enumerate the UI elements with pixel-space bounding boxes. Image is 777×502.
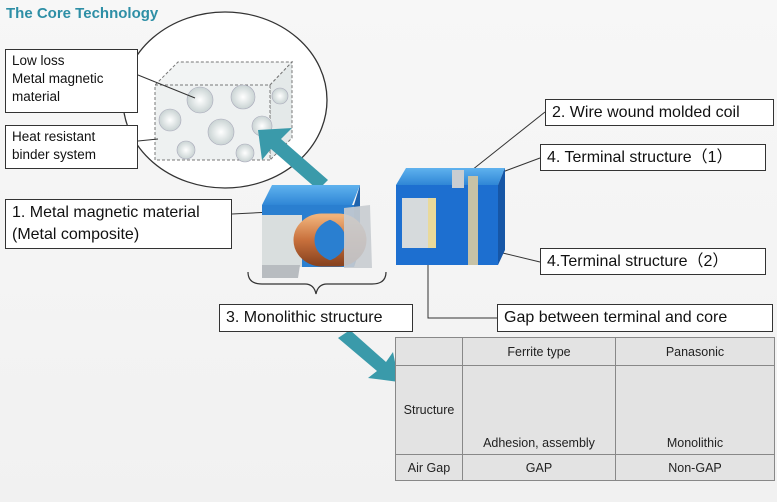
table-header-panasonic: Panasonic bbox=[615, 337, 775, 366]
table-header-empty bbox=[395, 337, 463, 366]
cell-panasonic-airgap: Non-GAP bbox=[615, 454, 775, 481]
row-label-structure: Structure bbox=[395, 365, 463, 455]
brace bbox=[247, 271, 387, 295]
row-label-air-gap: Air Gap bbox=[395, 454, 463, 481]
label-heat-resistant-binder: Heat resistant binder system bbox=[5, 125, 138, 169]
zoom-arrow bbox=[258, 128, 328, 190]
coil-inductor bbox=[262, 185, 372, 278]
ferrite-caption: Adhesion, assembly bbox=[483, 436, 595, 450]
molded-coil bbox=[396, 168, 505, 265]
label-low-loss-material: Low loss Metal magnetic material bbox=[5, 49, 138, 113]
label-monolithic-structure: 3. Monolithic structure bbox=[219, 304, 413, 332]
page-title: The Core Technology bbox=[6, 5, 159, 22]
cell-panasonic-structure: Monolithic bbox=[615, 365, 775, 455]
cell-ferrite-structure: Adhesion, assembly bbox=[462, 365, 616, 455]
label-terminal-structure-2: 4.Terminal structure（2） bbox=[540, 248, 766, 275]
table-header-ferrite: Ferrite type bbox=[462, 337, 616, 366]
label-wire-wound-coil: 2. Wire wound molded coil bbox=[545, 99, 774, 126]
label-gap-terminal-core: Gap between terminal and core bbox=[497, 304, 773, 332]
label-metal-magnetic-material: 1. Metal magnetic material (Metal compos… bbox=[5, 199, 232, 249]
cell-ferrite-airgap: GAP bbox=[462, 454, 616, 481]
monolithic-arrow bbox=[338, 330, 399, 382]
label-terminal-structure-1: 4. Terminal structure（1） bbox=[540, 144, 766, 171]
material-cube bbox=[153, 60, 294, 163]
panasonic-caption: Monolithic bbox=[666, 436, 724, 450]
comparison-table: Ferrite type Panasonic Structure Adhesio… bbox=[395, 337, 775, 481]
